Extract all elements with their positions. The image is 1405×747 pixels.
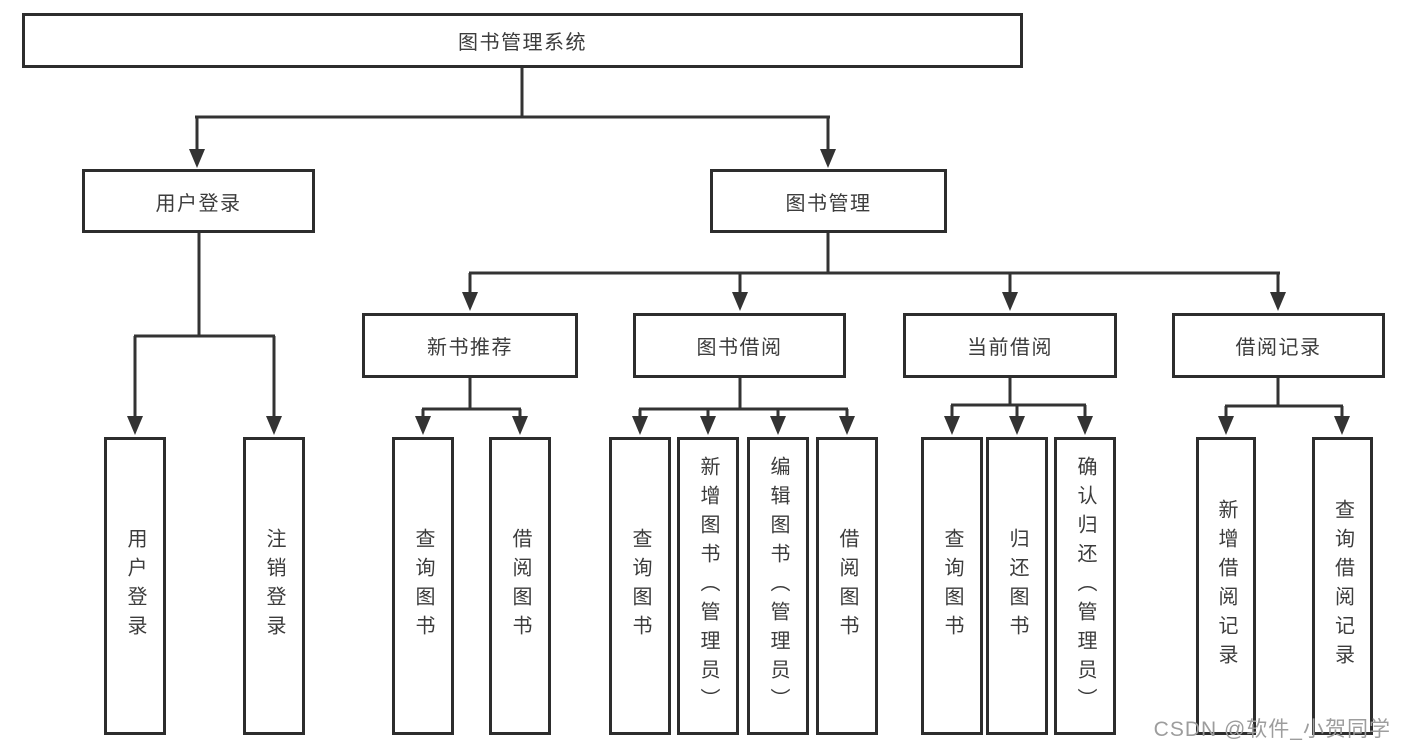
leaf-label: 查询图书 bbox=[412, 528, 434, 644]
leaf-borrow-books-1: 借阅图书 bbox=[489, 437, 551, 735]
leaf-label: 查询图书 bbox=[629, 528, 651, 644]
leaf-user-login: 用户登录 bbox=[104, 437, 166, 735]
node-book-management: 图书管理 bbox=[710, 169, 947, 233]
node-label: 当前借阅 bbox=[967, 337, 1053, 359]
node-label: 新书推荐 bbox=[427, 337, 513, 359]
node-label: 图书管理系统 bbox=[458, 32, 587, 54]
leaf-label: 查询借阅记录 bbox=[1331, 499, 1354, 673]
leaf-label: 编辑图书（管理员） bbox=[767, 455, 789, 717]
leaf-query-books-2: 查询图书 bbox=[609, 437, 671, 735]
leaf-label: 归还图书 bbox=[1006, 528, 1028, 644]
leaf-label: 注销登录 bbox=[263, 528, 285, 644]
node-user-login-group: 用户登录 bbox=[82, 169, 315, 233]
leaf-label: 借阅图书 bbox=[509, 528, 531, 644]
leaf-label: 查询图书 bbox=[941, 528, 963, 644]
node-new-book-recommendation: 新书推荐 bbox=[362, 313, 578, 378]
leaf-add-books-admin: 新增图书（管理员） bbox=[677, 437, 739, 735]
node-label: 借阅记录 bbox=[1235, 337, 1322, 359]
node-borrowing-records: 借阅记录 bbox=[1172, 313, 1385, 378]
leaf-query-books-1: 查询图书 bbox=[392, 437, 454, 735]
leaf-label: 新增借阅记录 bbox=[1215, 499, 1237, 673]
leaf-query-books-3: 查询图书 bbox=[921, 437, 983, 735]
leaf-edit-books-admin: 编辑图书（管理员） bbox=[747, 437, 809, 735]
leaf-add-borrow-record: 新增借阅记录 bbox=[1196, 437, 1256, 735]
leaf-label: 借阅图书 bbox=[836, 528, 858, 644]
leaf-confirm-return-admin: 确认归还（管理员） bbox=[1054, 437, 1116, 735]
leaf-label: 用户登录 bbox=[124, 528, 146, 644]
node-book-borrowing: 图书借阅 bbox=[633, 313, 846, 378]
leaf-borrow-books-2: 借阅图书 bbox=[816, 437, 878, 735]
leaf-return-books: 归还图书 bbox=[986, 437, 1048, 735]
node-label: 图书管理 bbox=[785, 192, 872, 215]
leaf-label: 新增图书（管理员） bbox=[697, 455, 719, 717]
node-current-borrowing: 当前借阅 bbox=[903, 313, 1117, 378]
node-label: 用户登录 bbox=[155, 192, 242, 215]
node-label: 图书借阅 bbox=[696, 337, 783, 359]
csdn-watermark: CSDN @软件_小贺同学 bbox=[1153, 718, 1391, 741]
leaf-query-borrow-record: 查询借阅记录 bbox=[1312, 437, 1373, 735]
node-library-management-system: 图书管理系统 bbox=[22, 13, 1023, 68]
leaf-label: 确认归还（管理员） bbox=[1074, 455, 1096, 717]
leaf-logout: 注销登录 bbox=[243, 437, 305, 735]
